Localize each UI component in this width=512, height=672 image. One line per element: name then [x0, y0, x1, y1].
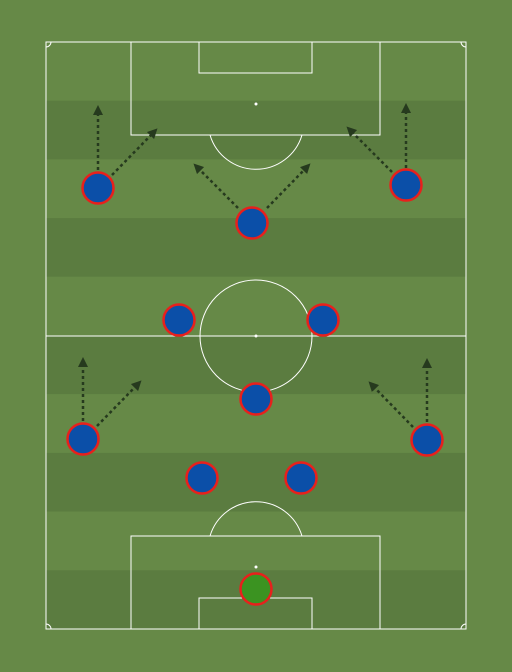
player-marker[interactable]	[284, 461, 318, 495]
corner-arc-bottom-left	[45, 623, 52, 630]
movement-arrow	[111, 128, 158, 176]
movement-arrow	[368, 381, 414, 428]
player-marker[interactable]	[66, 422, 100, 456]
players	[66, 168, 444, 606]
player-marker[interactable]	[162, 303, 196, 337]
corner-arc-top-left	[45, 41, 52, 48]
top-penalty-arc	[209, 134, 303, 170]
player-marker[interactable]	[81, 171, 115, 205]
pitch-stripes	[46, 42, 466, 629]
corner-arc-bottom-right	[460, 623, 467, 630]
movement-arrow	[193, 163, 239, 209]
bottom-penalty-arc	[209, 501, 303, 537]
corner-arc-top-right	[460, 41, 467, 48]
player-marker[interactable]	[306, 303, 340, 337]
grass-stripe	[46, 276, 466, 336]
grass-stripe	[46, 452, 466, 512]
movement-arrows	[78, 103, 432, 428]
centre-spot	[254, 334, 258, 338]
grass-stripe	[46, 42, 466, 101]
bottom-penalty-spot	[254, 565, 258, 569]
player-marker[interactable]	[185, 461, 219, 495]
grass-stripe	[46, 511, 466, 571]
top-penalty-spot	[254, 102, 258, 106]
player-marker[interactable]	[239, 382, 273, 416]
grass-stripe	[46, 100, 466, 160]
player-marker[interactable]	[410, 423, 444, 457]
movement-arrow	[96, 380, 142, 427]
movement-arrow	[346, 126, 393, 173]
goalkeeper-marker[interactable]	[239, 572, 273, 606]
player-marker[interactable]	[235, 206, 269, 240]
top-goal-area	[198, 41, 313, 74]
player-marker[interactable]	[389, 168, 423, 202]
